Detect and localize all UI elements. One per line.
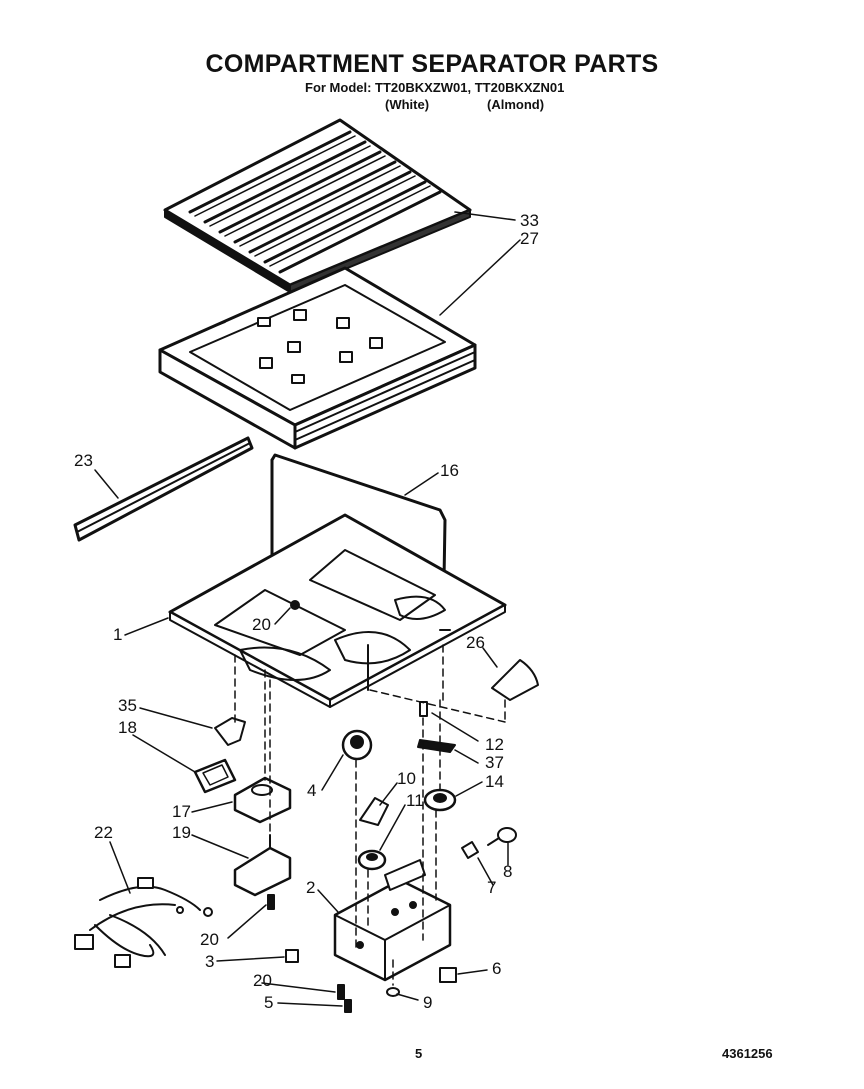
part-23-strip: [73, 436, 254, 542]
callout-10: 10: [397, 769, 416, 788]
part-1-separator-panel: [168, 513, 507, 708]
part-3-switch: [285, 949, 299, 963]
part-14-damper-gear: [423, 788, 457, 812]
part-2-control-housing: [333, 859, 452, 982]
part-26-insulation-block: [491, 659, 539, 701]
variant-almond: (Almond): [487, 97, 545, 112]
page-title: COMPARTMENT SEPARATOR PARTS: [205, 50, 659, 78]
part-10-thermostat: [359, 797, 389, 826]
part-20-screw: [267, 601, 352, 1013]
assembly-lines: [234, 644, 506, 986]
callout-20: 20: [253, 971, 272, 990]
part-9-washer: [386, 987, 400, 997]
part-18-frame-plate: [193, 758, 237, 794]
part-37-clip: [417, 739, 456, 753]
variant-white: (White): [385, 97, 430, 112]
part-6-switch: [439, 967, 457, 983]
callout-6: 6: [492, 959, 501, 978]
part-12-screw: [419, 701, 428, 717]
callout-20: 20: [252, 615, 271, 634]
leader-lines: [94, 211, 521, 1007]
part-22-wire-harness: [74, 877, 213, 968]
callout-12: 12: [485, 735, 504, 754]
callout-5: 5: [264, 993, 273, 1012]
part-17-control-housing: [233, 776, 292, 824]
part-7-lamp-socket: [461, 841, 479, 859]
callout-23: 23: [74, 451, 93, 470]
part-16-heater-wire: [270, 453, 447, 642]
callout-8: 8: [503, 862, 512, 881]
callout-14: 14: [485, 772, 504, 791]
callout-20: 20: [200, 930, 219, 949]
callout-18: 18: [118, 718, 137, 737]
part-8-lamp-bulb: [487, 827, 517, 846]
callout-7: 7: [487, 878, 496, 897]
callout-labels: 33 27 23 16 1 20 26 35 18 12 37 4 10 11 …: [74, 211, 539, 1012]
callout-26: 26: [466, 633, 485, 652]
callout-19: 19: [172, 823, 191, 842]
callout-27: 27: [520, 229, 539, 248]
callout-9: 9: [423, 993, 432, 1012]
callout-35: 35: [118, 696, 137, 715]
document-number: 4361256: [722, 1046, 773, 1061]
part-33-grille-shelf: [163, 118, 472, 293]
callout-22: 22: [94, 823, 113, 842]
model-subtitle: For Model: TT20BKXZW01, TT20BKXZN01: [305, 80, 565, 95]
callout-11: 11: [406, 791, 424, 810]
callout-3: 3: [205, 952, 214, 971]
page-number: 5: [415, 1046, 423, 1061]
callout-2: 2: [306, 878, 315, 897]
part-35-clip: [214, 717, 246, 746]
callout-1: 1: [113, 625, 122, 644]
part-19-mount-bracket: [233, 834, 292, 897]
part-4-knob: [341, 729, 373, 761]
callout-37: 37: [485, 753, 504, 772]
part-27-frame: [158, 266, 477, 450]
callout-33: 33: [520, 211, 539, 230]
part-11-damper-knob: [357, 849, 387, 871]
callout-16: 16: [440, 461, 459, 480]
callout-17: 17: [172, 802, 191, 821]
callout-4: 4: [307, 781, 316, 800]
